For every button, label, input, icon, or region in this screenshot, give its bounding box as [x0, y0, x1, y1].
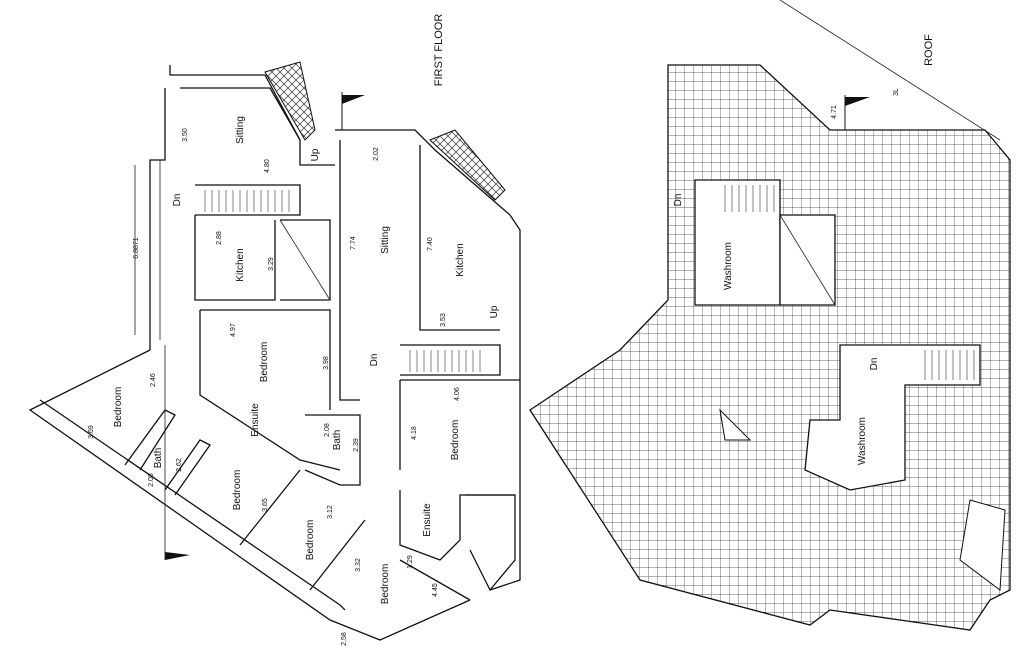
- room-label: Bedroom: [259, 342, 270, 383]
- room-label: Washroom: [857, 417, 868, 465]
- room-label: Bath: [153, 448, 164, 469]
- dimension-label: 7.74: [350, 236, 357, 250]
- dimension-label: 3.29: [268, 257, 275, 271]
- room-label: Kitchen: [455, 243, 466, 276]
- dimension-label: 4.18: [411, 426, 418, 440]
- dimension-label: 3.12: [327, 505, 334, 519]
- dimension-label: 2.02: [373, 147, 380, 161]
- room-label: Sitting: [235, 116, 246, 144]
- room-label: Bath: [332, 430, 343, 451]
- room-label: Sitting: [380, 226, 391, 254]
- dimension-label: 3.32: [355, 558, 362, 572]
- dimension-label: 6.8871: [133, 237, 140, 259]
- room-label: Bedroom: [232, 470, 243, 511]
- dimension-label: 1.29: [407, 555, 414, 569]
- dimension-label: 4.45: [432, 583, 439, 597]
- room-label: Bedroom: [305, 520, 316, 561]
- stair-label: Dn: [369, 354, 380, 367]
- dimension-label: 3.50: [182, 128, 189, 142]
- room-label: Bedroom: [113, 387, 124, 428]
- roof-title: ROOF: [923, 34, 935, 66]
- dimension-label: 3.98: [323, 356, 330, 370]
- dimension-label: 4.80: [264, 159, 271, 173]
- stair-label: Dn: [869, 358, 880, 371]
- dimension-label: 2.58: [341, 632, 348, 646]
- dimension-label: 4.71: [831, 105, 838, 119]
- dimension-label: 2.39: [353, 438, 360, 452]
- roof-hatched-area: [529, 64, 1011, 631]
- dimension-label: 2.08: [148, 473, 155, 487]
- dimension-label: 3.69: [88, 425, 95, 439]
- stair-label: Up: [489, 305, 500, 318]
- stair-label: Dn: [172, 194, 183, 207]
- dimension-label: 2.08: [324, 423, 331, 437]
- dimension-label: 3.53: [440, 313, 447, 327]
- room-label: Ensuite: [422, 503, 433, 537]
- first-floor-plan: [28, 61, 521, 641]
- dimension-label: 2.62: [176, 458, 183, 472]
- stair-label: Dn: [673, 194, 684, 207]
- first-floor-title: FIRST FLOOR: [433, 14, 445, 87]
- dimension-label: 2.88: [216, 231, 223, 245]
- room-label: Bedroom: [380, 564, 391, 605]
- room-label: Ensuite: [250, 403, 261, 437]
- dimension-label: 7.40: [427, 237, 434, 251]
- room-label: Bedroom: [450, 420, 461, 461]
- roof-plan: [529, 0, 1011, 631]
- room-label: Washroom: [723, 242, 734, 290]
- dimension-label: 4.06: [454, 387, 461, 401]
- dimension-label: 3L: [893, 88, 900, 96]
- stair-label: Up: [310, 148, 321, 161]
- dimension-label: 3.65: [262, 498, 269, 512]
- room-label: Kitchen: [235, 248, 246, 281]
- dimension-label: 4.97: [230, 323, 237, 337]
- dimension-label: 2.46: [150, 373, 157, 387]
